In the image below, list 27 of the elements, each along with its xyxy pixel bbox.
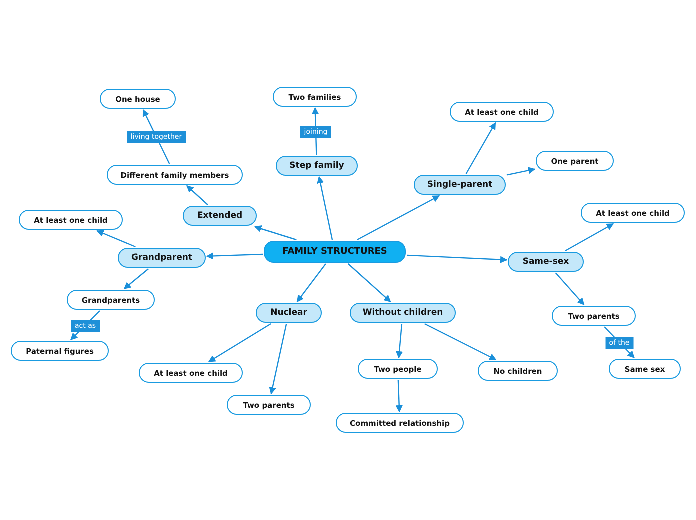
topic-box: Same-sex [508, 252, 584, 272]
arrow [254, 226, 297, 241]
central-topic: FAMILY STRUCTURES [264, 241, 406, 263]
arrow [348, 264, 392, 302]
arrow [186, 186, 208, 206]
arrow [269, 324, 288, 395]
arrow [555, 272, 585, 306]
arrow [124, 268, 150, 290]
arrow [357, 195, 440, 241]
topic-box: Without children [350, 303, 456, 323]
arrow [208, 323, 272, 363]
arrow [396, 380, 403, 413]
arrow [396, 324, 404, 359]
topic-box: Extended [183, 206, 257, 226]
arrow [424, 323, 497, 361]
topic-box: Step family [276, 156, 358, 176]
arrow [565, 223, 614, 252]
topic-box: Grandparent [118, 248, 206, 268]
topic-box: Single-parent [414, 175, 506, 195]
arrow [296, 264, 326, 303]
arrow [466, 122, 496, 174]
arrow [317, 176, 334, 240]
arrow [206, 252, 264, 260]
topic-box: Nuclear [256, 303, 322, 323]
arrow [506, 167, 536, 176]
arrow [96, 230, 136, 248]
arrow [406, 254, 508, 264]
